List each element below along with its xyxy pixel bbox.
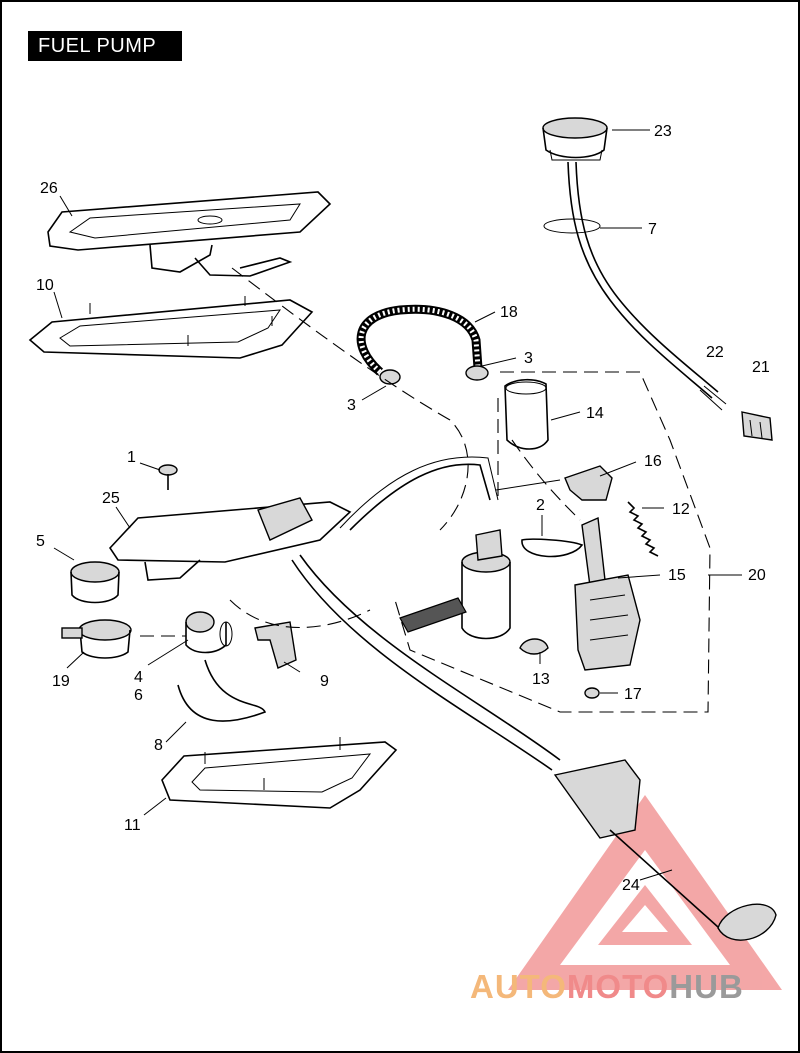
fuel-lines — [291, 456, 561, 771]
callout-21: 21 — [752, 359, 770, 376]
watermark-part-a: AUTO — [470, 968, 567, 1005]
part-17-nut — [584, 687, 600, 699]
callout-9: 9 — [320, 673, 329, 690]
callout-22: 22 — [706, 344, 724, 361]
callout-2: 2 — [536, 497, 545, 514]
part-21-connector — [741, 411, 773, 441]
callout-23: 23 — [654, 123, 672, 140]
callout-3a: 3 — [347, 397, 356, 414]
part-22-wire-harness — [567, 161, 727, 411]
part-11-bottom-gasket — [161, 737, 398, 809]
part-12-spring — [627, 501, 659, 557]
fuel-pump-body — [399, 529, 511, 640]
callout-20: 20 — [748, 567, 766, 584]
callout-13: 13 — [532, 671, 550, 688]
part-18-corrugated-hose — [356, 304, 483, 376]
part-23-cap — [542, 117, 608, 161]
callout-7: 7 — [648, 221, 657, 238]
part-13-clip — [519, 638, 549, 655]
callout-24: 24 — [622, 877, 640, 894]
callout-8: 8 — [154, 737, 163, 754]
part-10-gasket — [28, 296, 314, 359]
callout-11: 11 — [124, 817, 141, 834]
assembly-dashed-lines — [140, 267, 711, 713]
part-25-flange-plate — [108, 497, 352, 581]
callout-19: 19 — [52, 673, 70, 690]
callout-18: 18 — [500, 304, 518, 321]
part-3-clamps — [379, 365, 489, 385]
leader-lines — [53, 129, 742, 881]
callout-5: 5 — [36, 533, 45, 550]
callout-labels: 1 2 3 3 4 5 6 7 8 9 10 11 12 13 14 15 16… — [36, 123, 770, 894]
callout-12: 12 — [672, 501, 690, 518]
callout-1: 1 — [127, 449, 136, 466]
callout-17: 17 — [624, 686, 642, 703]
watermark-text: AUTOMOTOHUB — [470, 968, 744, 1006]
part-24-float-sender — [553, 759, 777, 941]
callout-4: 4 — [134, 669, 143, 686]
watermark-triangle — [508, 795, 782, 990]
callout-6: 6 — [134, 687, 143, 704]
part-4-filter — [185, 611, 233, 654]
callout-14: 14 — [586, 405, 604, 422]
part-14-sleeve — [504, 378, 549, 450]
callout-25: 25 — [102, 490, 120, 507]
part-1-screw — [158, 464, 178, 490]
part-9-bracket — [254, 621, 297, 669]
part-19-fitting — [61, 619, 132, 659]
part-7-o-ring — [543, 218, 601, 234]
part-26-top-plate — [47, 191, 332, 277]
callout-26: 26 — [40, 180, 58, 197]
part-15-sender-assembly — [574, 516, 641, 671]
callout-15: 15 — [668, 567, 686, 584]
part-8-hose — [177, 659, 267, 722]
watermark-part-b: MOTO — [566, 968, 670, 1005]
diagram-title: FUEL PUMP — [28, 31, 182, 61]
callout-10: 10 — [36, 277, 54, 294]
callout-3b: 3 — [524, 350, 533, 367]
part-5-regulator — [70, 561, 120, 604]
watermark-part-c: HUB — [669, 968, 744, 1005]
callout-16: 16 — [644, 453, 662, 470]
part-2-strap — [521, 538, 584, 558]
part-16-bracket — [564, 465, 613, 501]
